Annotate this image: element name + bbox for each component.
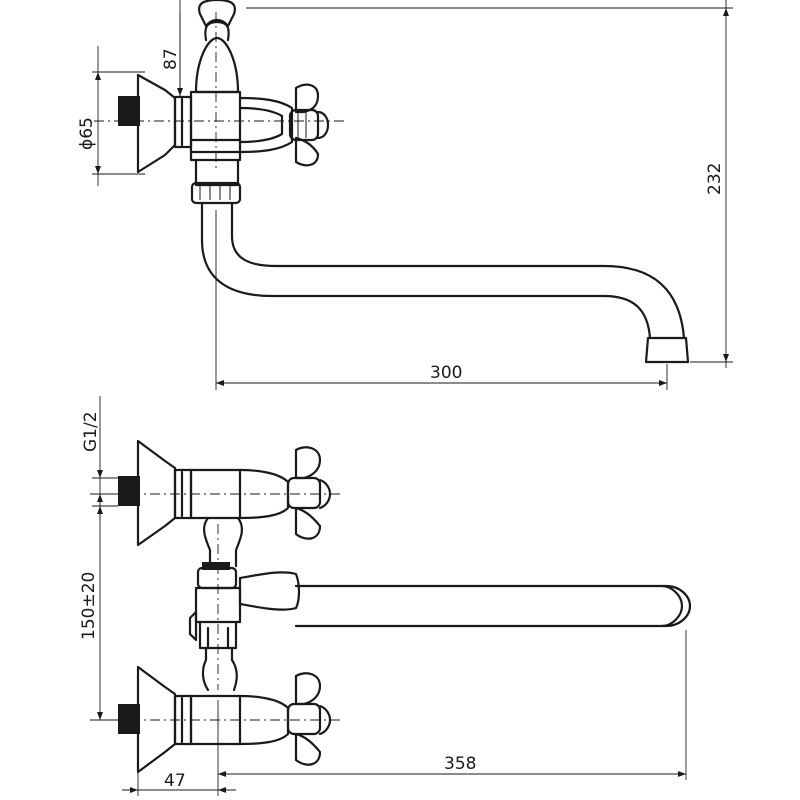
dim-thread-g12: G1/2 [81,411,101,452]
mid-nut [202,562,230,570]
side-view: ϕ65 87 232 300 [77,0,733,390]
spout-pipe-upper [230,201,686,340]
lower-cross-handle [286,672,332,766]
lower-thread-nipple [118,704,140,734]
upper-thread-nipple [118,476,140,506]
dim-diameter-65: ϕ65 [77,117,97,150]
spout-swivel-nut [190,181,242,205]
mixer-body [189,90,242,162]
lower-wall-flange [136,665,177,774]
spout-pipe-lower [200,201,652,340]
dim-center-distance: 150±20 [79,572,99,640]
diverter-body [194,586,242,624]
upper-cross-handle [286,446,332,540]
wall-flange [136,73,177,174]
cross-handle-side [288,83,330,167]
dim-height-232: 232 [705,163,725,195]
aerator [644,336,690,364]
dim-reach-300: 300 [430,363,462,383]
lower-valve-body [189,694,290,746]
front-view: G1/2 150±20 47 358 [79,396,692,796]
upper-wall-flange [136,439,177,547]
upper-valve-body [189,468,290,520]
shower-hose-holder [198,0,236,28]
dim-height-87: 87 [161,48,181,70]
dim-spout-358: 358 [444,754,476,774]
spout-horizontal [294,584,692,628]
spout-bracket [238,571,301,611]
dim-offset-47: 47 [164,771,186,791]
shower-outlet [194,36,240,94]
